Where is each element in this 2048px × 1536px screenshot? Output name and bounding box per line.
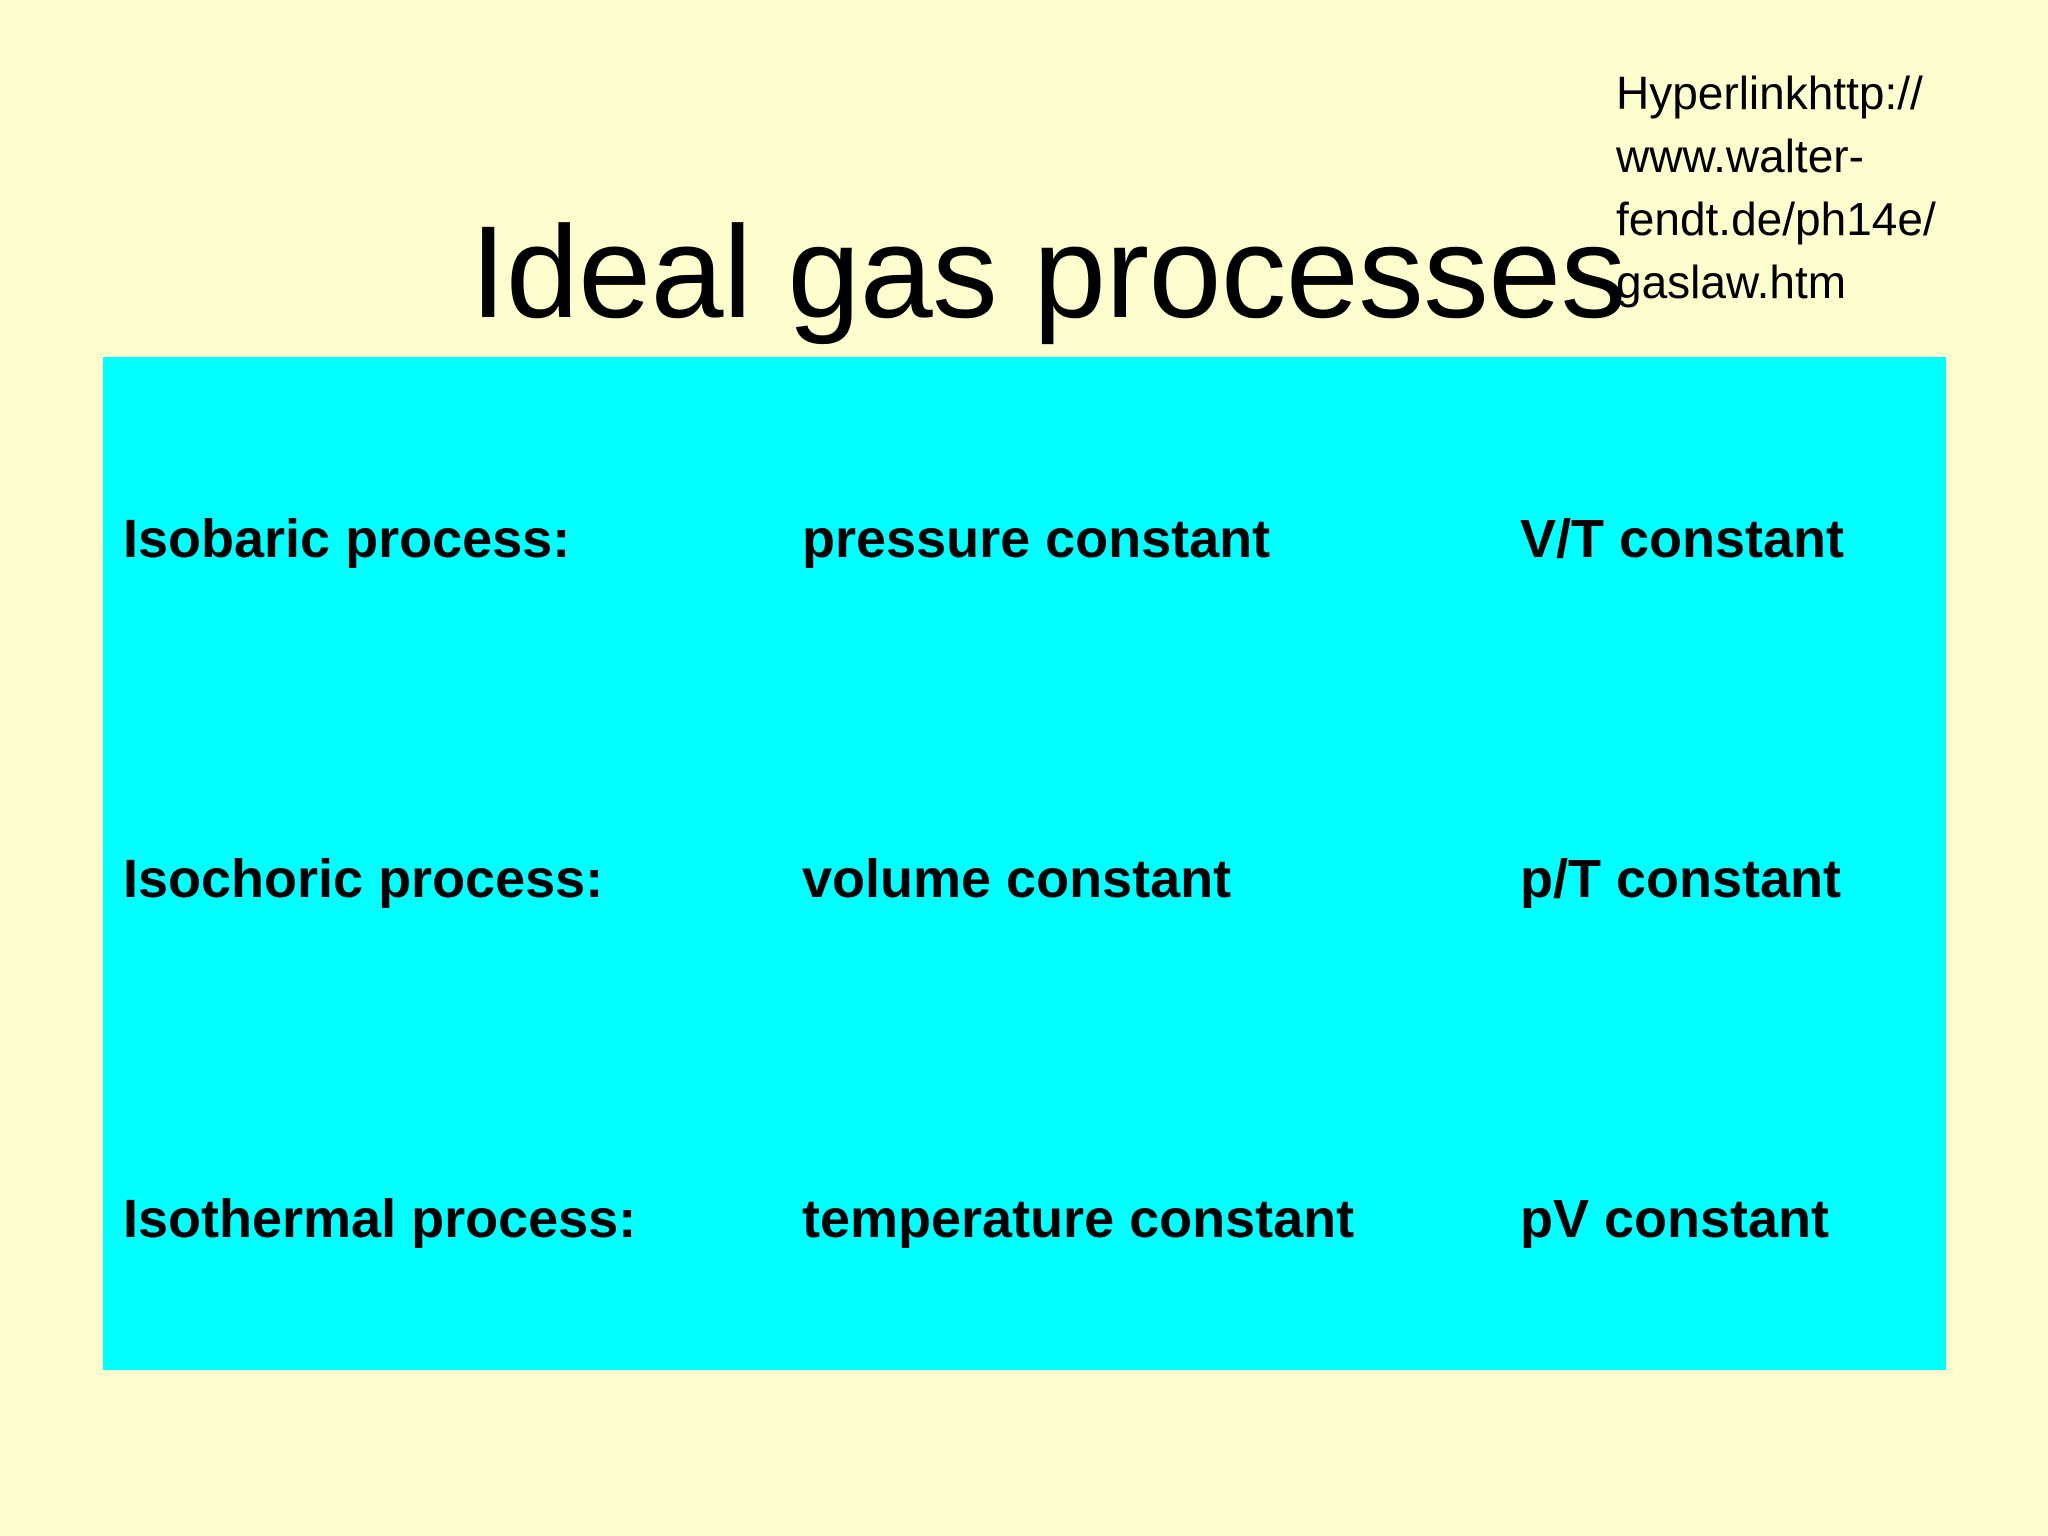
process-description-isothermal: temperature constant bbox=[802, 1189, 1355, 1249]
process-name-isochoric: Isochoric process: bbox=[123, 849, 604, 909]
hyperlink-text[interactable]: Hyperlinkhttp:// www.walter- fendt.de/ph… bbox=[1616, 62, 1988, 314]
table-row: Isobaric process: pressure constant V/T … bbox=[103, 504, 1946, 574]
process-table-panel: Isobaric process: pressure constant V/T … bbox=[103, 357, 1946, 1370]
table-row: Isothermal process: temperature constant… bbox=[103, 1184, 1946, 1254]
hyperlink-line-3: fendt.de/ph14e/ bbox=[1616, 193, 1936, 245]
process-name-isothermal: Isothermal process: bbox=[123, 1189, 637, 1249]
hyperlink-line-1: Hyperlinkhttp:// bbox=[1616, 67, 1923, 119]
process-name-isobaric: Isobaric process: bbox=[123, 509, 571, 569]
page-title: Ideal gas processes bbox=[470, 197, 1626, 345]
hyperlink-line-2: www.walter- bbox=[1616, 130, 1864, 182]
table-row: Isochoric process: volume constant p/T c… bbox=[103, 844, 1946, 914]
process-relation-isochoric: p/T constant bbox=[1520, 849, 1841, 909]
process-relation-isothermal: pV constant bbox=[1520, 1189, 1830, 1249]
process-relation-isobaric: V/T constant bbox=[1520, 509, 1845, 569]
process-description-isochoric: volume constant bbox=[802, 849, 1232, 909]
process-description-isobaric: pressure constant bbox=[802, 509, 1271, 569]
hyperlink-line-4: gaslaw.htm bbox=[1616, 256, 1847, 308]
